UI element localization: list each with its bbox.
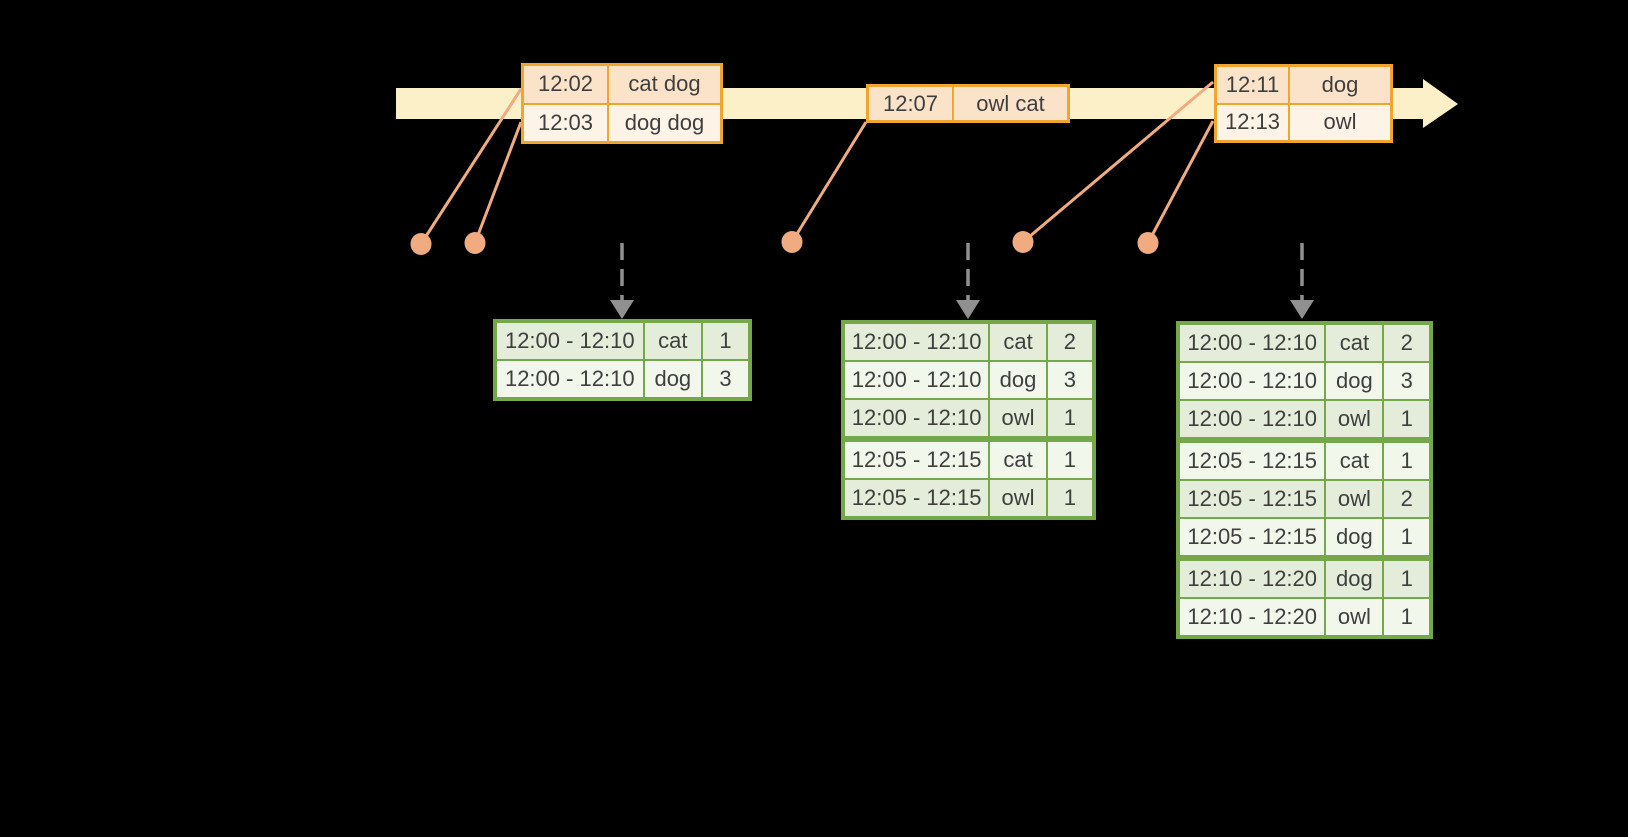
word-cell: owl [1326, 401, 1383, 437]
count-cell: 1 [1047, 400, 1092, 436]
word-cell: cat [644, 323, 702, 359]
result-row: 12:00 - 12:10 owl 1 [845, 400, 1092, 436]
event-time-cell: 12:02 [524, 66, 607, 103]
window-cell: 12:05 - 12:15 [845, 480, 989, 516]
trigger-arrowhead-icon [1290, 300, 1314, 319]
event-row: 12:02 cat dog [524, 66, 720, 103]
connector-line [419, 88, 523, 245]
event-time-cell: 12:03 [524, 104, 607, 141]
event-dot [1012, 231, 1034, 253]
count-cell: 1 [1384, 561, 1429, 597]
result-row: 12:00 - 12:10 cat 2 [1180, 325, 1429, 361]
count-cell: 2 [1384, 325, 1429, 361]
word-cell: owl [1326, 481, 1383, 517]
event-words-cell: owl cat [954, 87, 1067, 120]
word-cell: dog [1326, 363, 1383, 399]
window-cell: 12:05 - 12:15 [1180, 519, 1325, 555]
event-time-cell: 12:13 [1217, 104, 1288, 140]
word-cell: owl [990, 400, 1046, 436]
connector-line [473, 121, 523, 244]
window-cell: 12:05 - 12:15 [1180, 443, 1325, 479]
result-row: 12:05 - 12:15 owl 1 [845, 480, 1092, 516]
event-dot [410, 233, 432, 255]
trigger-arrowhead-icon [610, 300, 634, 319]
window-cell: 12:00 - 12:10 [497, 323, 643, 359]
word-cell: cat [1326, 325, 1383, 361]
window-cell: 12:00 - 12:10 [1180, 363, 1325, 399]
result-row: 12:10 - 12:20 dog 1 [1180, 561, 1429, 597]
word-cell: dog [1326, 519, 1383, 555]
result-row: 12:00 - 12:10 cat 1 [497, 323, 748, 359]
count-cell: 1 [1384, 443, 1429, 479]
word-cell: dog [644, 361, 702, 397]
result-table-2: 12:00 - 12:10 cat 2 12:00 - 12:10 dog 3 … [841, 320, 1096, 520]
window-cell: 12:10 - 12:20 [1180, 561, 1325, 597]
count-cell: 1 [1047, 442, 1092, 478]
event-time-cell: 12:07 [869, 87, 952, 120]
count-cell: 2 [1047, 324, 1092, 360]
window-cell: 12:05 - 12:15 [1180, 481, 1325, 517]
result-row: 12:05 - 12:15 cat 1 [1180, 443, 1429, 479]
result-row: 12:00 - 12:10 owl 1 [1180, 401, 1429, 437]
connector-line [1146, 120, 1215, 244]
word-cell: dog [1326, 561, 1383, 597]
event-table-1: 12:02 cat dog 12:03 dog dog [521, 63, 723, 144]
window-cell: 12:00 - 12:10 [1180, 325, 1325, 361]
event-row: 12:07 owl cat [869, 87, 1067, 120]
window-cell: 12:00 - 12:10 [497, 361, 643, 397]
result-row: 12:10 - 12:20 owl 1 [1180, 599, 1429, 635]
result-row: 12:05 - 12:15 owl 2 [1180, 481, 1429, 517]
result-row: 12:05 - 12:15 dog 1 [1180, 519, 1429, 555]
count-cell: 1 [1384, 519, 1429, 555]
result-row: 12:00 - 12:10 cat 2 [845, 324, 1092, 360]
count-cell: 3 [1384, 363, 1429, 399]
event-words-cell: dog dog [609, 104, 720, 141]
count-cell: 3 [703, 361, 748, 397]
result-row: 12:00 - 12:10 dog 3 [1180, 363, 1429, 399]
event-words-cell: dog [1290, 67, 1390, 103]
event-row: 12:11 dog [1217, 67, 1390, 103]
word-cell: owl [1326, 599, 1383, 635]
count-cell: 1 [1384, 599, 1429, 635]
window-cell: 12:00 - 12:10 [1180, 401, 1325, 437]
event-words-cell: cat dog [609, 66, 720, 103]
window-cell: 12:00 - 12:10 [845, 400, 989, 436]
window-cell: 12:00 - 12:10 [845, 324, 989, 360]
result-table-3: 12:00 - 12:10 cat 2 12:00 - 12:10 dog 3 … [1176, 321, 1433, 639]
count-cell: 1 [1047, 480, 1092, 516]
event-table-2: 12:07 owl cat [866, 84, 1070, 123]
result-table-1: 12:00 - 12:10 cat 1 12:00 - 12:10 dog 3 [493, 319, 752, 401]
window-cell: 12:05 - 12:15 [845, 442, 989, 478]
event-row: 12:13 owl [1217, 104, 1390, 140]
word-cell: cat [990, 442, 1046, 478]
count-cell: 2 [1384, 481, 1429, 517]
result-row: 12:00 - 12:10 dog 3 [497, 361, 748, 397]
event-dot [781, 231, 803, 253]
word-cell: owl [990, 480, 1046, 516]
word-cell: cat [1326, 443, 1383, 479]
trigger-arrowhead-icon [956, 300, 980, 319]
count-cell: 1 [1384, 401, 1429, 437]
window-cell: 12:00 - 12:10 [845, 362, 989, 398]
result-row: 12:05 - 12:15 cat 1 [845, 442, 1092, 478]
count-cell: 1 [703, 323, 748, 359]
word-cell: dog [990, 362, 1046, 398]
event-words-cell: owl [1290, 104, 1390, 140]
event-row: 12:03 dog dog [524, 104, 720, 141]
window-cell: 12:10 - 12:20 [1180, 599, 1325, 635]
word-cell: cat [990, 324, 1046, 360]
event-dot [1137, 232, 1159, 254]
event-table-3: 12:11 dog 12:13 owl [1214, 64, 1393, 143]
count-cell: 3 [1047, 362, 1092, 398]
result-row: 12:00 - 12:10 dog 3 [845, 362, 1092, 398]
connector-line [790, 121, 868, 243]
timeline-arrowhead-icon [1423, 79, 1458, 128]
connector-line [1022, 80, 1214, 244]
event-dot [464, 232, 486, 254]
event-time-cell: 12:11 [1217, 67, 1288, 103]
